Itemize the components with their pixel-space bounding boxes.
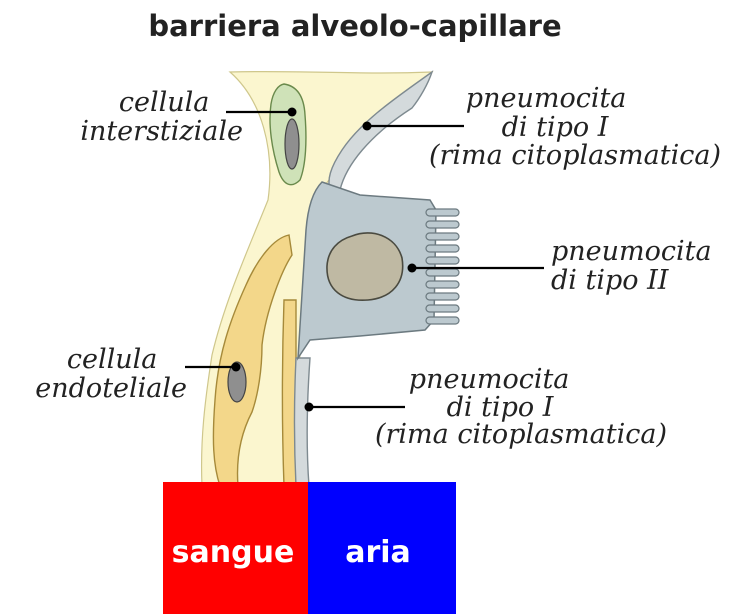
diagram-title: barriera alveolo-capillare [148, 9, 561, 43]
dot-interstitial [288, 108, 297, 117]
dot-type2 [408, 264, 417, 273]
type-2-nucleus [327, 233, 403, 300]
label-type-2-pneumocyte: pneumocita di tipo II [551, 236, 720, 296]
blood-label: sangue [172, 535, 295, 570]
air-label: aria [345, 535, 411, 570]
microvillus [426, 293, 459, 300]
label-endothelial-cell: cellula endoteliale [35, 344, 187, 404]
label-type-1-pneumocyte-top: pneumocita di tipo I (rima citoplasmatic… [429, 83, 721, 171]
type-1-pneumocyte-bottom [295, 358, 311, 486]
dot-type1-bottom [305, 403, 314, 412]
microvillus [426, 233, 459, 240]
microvillus [426, 209, 459, 216]
microvillus [426, 281, 459, 288]
microvillus [426, 245, 459, 252]
microvillus [426, 269, 459, 276]
microvillus [426, 257, 459, 264]
dot-type1-top [363, 122, 372, 131]
microvillus [426, 221, 459, 228]
microvillus [426, 317, 459, 324]
interstitial-cell-nucleus [285, 119, 299, 169]
microvillus [426, 305, 459, 312]
label-interstitial-cell: cellula interstiziale [80, 87, 243, 147]
label-type-1-pneumocyte-bottom: pneumocita di tipo I (rima citoplasmatic… [375, 364, 667, 450]
dot-endothelial [232, 363, 241, 372]
